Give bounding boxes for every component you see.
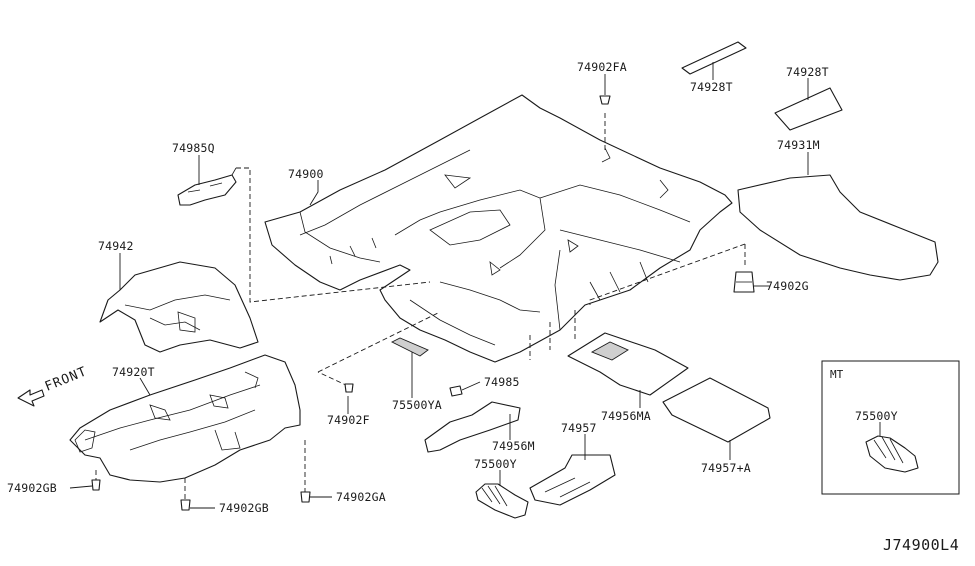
floor-carpet-74900: [264, 94, 733, 363]
mt-variant-box: MT: [821, 360, 960, 495]
mt-box-label: MT: [830, 368, 844, 381]
label-74902G: 74902G: [766, 279, 809, 293]
insulator-74942: [99, 261, 259, 353]
label-74957A: 74957+A: [701, 461, 751, 475]
label-74902GB-b: 74902GB: [219, 501, 269, 515]
mat-74956M: [424, 401, 521, 453]
label-74985: 74985: [484, 375, 520, 389]
strip-74928T-b: [774, 87, 843, 131]
label-74928T-b: 74928T: [786, 65, 829, 79]
clip-74902GB-a: [91, 479, 101, 491]
label-74900: 74900: [288, 167, 324, 181]
label-74902GA: 74902GA: [336, 490, 386, 504]
label-75500Y-mt: 75500Y: [855, 409, 898, 423]
mt-frame: [821, 360, 960, 495]
clip-74902GB-b: [180, 499, 191, 511]
connection-lines: [95, 112, 746, 500]
label-74957: 74957: [561, 421, 597, 435]
leader-lines: [69, 62, 881, 509]
clip-74902G: [733, 271, 755, 293]
label-74902FA: 74902FA: [577, 60, 627, 74]
label-74902F: 74902F: [327, 413, 370, 427]
mat-74956MA: [567, 332, 689, 396]
label-74942: 74942: [98, 239, 134, 253]
part-labels: 74902FA 74928T 74928T 74931M 74985Q 7490…: [7, 60, 898, 515]
label-74902GB-a: 74902GB: [7, 481, 57, 495]
front-label: FRONT: [43, 364, 90, 394]
bracket-74985Q: [177, 167, 237, 206]
rear-carpet-74931M: [737, 174, 939, 281]
label-75500Y: 75500Y: [474, 457, 517, 471]
label-75500YA: 75500YA: [392, 398, 442, 412]
clip-74902FA: [599, 95, 611, 105]
label-74985Q: 74985Q: [172, 141, 215, 155]
strip-74928T-a: [681, 41, 747, 75]
pad-75500YA: [390, 337, 429, 357]
front-arrow-icon: [17, 389, 45, 407]
clip-74985: [449, 385, 463, 397]
diagram-id: J74900L4: [883, 536, 959, 554]
label-74920T: 74920T: [112, 365, 155, 379]
mat-74957A: [662, 377, 771, 443]
label-74931M: 74931M: [777, 138, 820, 152]
front-indicator: FRONT: [17, 364, 90, 407]
clip-74902GA: [300, 491, 311, 503]
pad-75500Y: [475, 483, 529, 519]
mat-74957: [529, 454, 616, 506]
dash-insulator-74920T: [69, 354, 301, 483]
clip-74902F: [344, 383, 354, 393]
label-74956MA: 74956MA: [601, 409, 651, 423]
label-74928T-a: 74928T: [690, 80, 733, 94]
label-74956M: 74956M: [492, 439, 535, 453]
